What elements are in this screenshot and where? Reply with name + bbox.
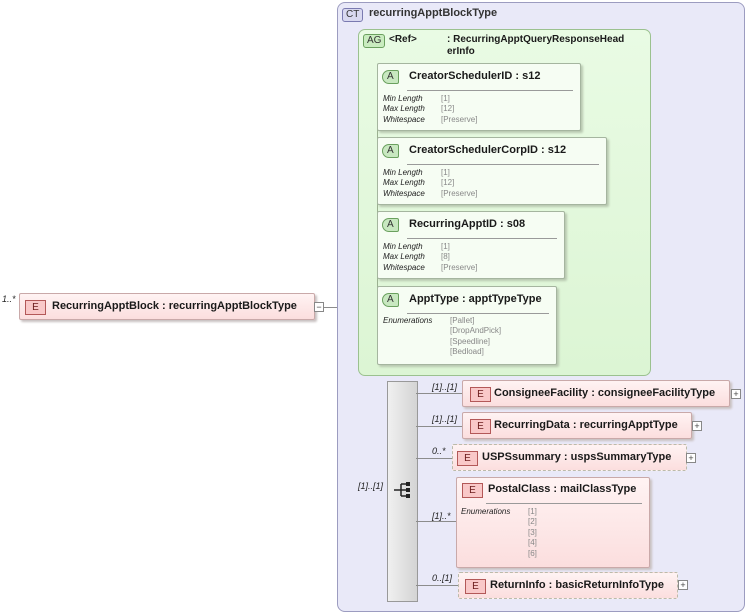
element-badge: E <box>462 483 483 498</box>
collapse-icon[interactable]: − <box>314 302 324 312</box>
child-element-title: ReturnInfo : basicReturnInfoType <box>490 579 664 591</box>
root-cardinality: 1..* <box>2 294 16 304</box>
facet-value: [1] <box>441 94 450 103</box>
expand-icon[interactable]: + <box>678 580 688 590</box>
facet-label: Min Length <box>383 242 423 251</box>
enum-value: [4] <box>528 538 537 547</box>
child-element-title: RecurringData : recurringApptType <box>494 419 678 431</box>
attribute-divider <box>407 238 557 239</box>
child-connector <box>416 458 452 459</box>
expand-icon[interactable]: + <box>686 453 696 463</box>
sequence-compositor[interactable] <box>387 381 418 602</box>
root-element[interactable]: E RecurringApptBlock : recurringApptBloc… <box>19 293 315 320</box>
enum-value: [3] <box>528 528 537 537</box>
attribute-box[interactable]: A RecurringApptID : s08 Min Length [1] M… <box>377 211 565 279</box>
attribute-divider <box>407 313 549 314</box>
sequence-cardinality: [1]..[1] <box>358 481 384 491</box>
enum-value: [Bedload] <box>450 347 484 356</box>
child-connector <box>416 585 458 586</box>
attribute-divider <box>407 164 599 165</box>
enum-value: [2] <box>528 517 537 526</box>
attribute-group-type: : RecurringApptQueryResponseHead erInfo <box>447 34 625 57</box>
facet-label: Min Length <box>383 168 423 177</box>
facet-label: Whitespace <box>383 115 425 124</box>
enum-value: [6] <box>528 549 537 558</box>
facet-label: Whitespace <box>383 189 425 198</box>
child-element-title: PostalClass : mailClassType <box>488 483 637 495</box>
attribute-title: RecurringApptID : s08 <box>409 218 526 230</box>
attribute-badge: A <box>382 144 399 158</box>
child-element-title: USPSsummary : uspsSummaryType <box>482 451 672 463</box>
enumerations-label: Enumerations <box>383 316 433 325</box>
facet-value: [12] <box>441 178 455 187</box>
enum-value: [Speedline] <box>450 337 491 346</box>
attribute-badge: A <box>382 70 399 84</box>
facet-label: Min Length <box>383 94 423 103</box>
child-element[interactable]: E RecurringData : recurringApptType <box>462 412 692 439</box>
root-element-type: recurringApptBlockType <box>168 300 297 312</box>
attribute-box[interactable]: A ApptType : apptTypeType Enumerations [… <box>377 286 557 365</box>
facet-value: [1] <box>441 168 450 177</box>
expand-icon[interactable]: + <box>731 389 741 399</box>
child-cardinality: 0..[1] <box>432 573 453 583</box>
attribute-badge: A <box>382 218 399 232</box>
root-element-name: RecurringApptBlock <box>52 300 159 312</box>
enumerations-label: Enumerations <box>461 507 511 516</box>
element-badge: E <box>457 451 478 466</box>
child-cardinality: [1]..[1] <box>432 382 458 392</box>
attribute-title: CreatorSchedulerCorpID : s12 <box>409 144 567 156</box>
facet-value: [Preserve] <box>441 115 478 124</box>
enum-value: [DropAndPick] <box>450 326 502 335</box>
attribute-box[interactable]: A CreatorSchedulerCorpID : s12 Min Lengt… <box>377 137 607 205</box>
attribute-title: ApptType : apptTypeType <box>409 293 542 305</box>
facet-label: Whitespace <box>383 263 425 272</box>
child-connector <box>416 426 462 427</box>
complex-type-badge: CT <box>342 8 364 22</box>
enum-value: [Pallet] <box>450 316 475 325</box>
facet-value: [Preserve] <box>441 189 478 198</box>
child-element-title: ConsigneeFacility : consigneeFacilityTyp… <box>494 387 716 399</box>
facet-value: [12] <box>441 104 455 113</box>
element-badge: E <box>470 387 491 402</box>
element-badge: E <box>465 579 486 594</box>
child-element[interactable]: E ReturnInfo : basicReturnInfoType <box>458 572 678 599</box>
complex-type-name: recurringApptBlockType <box>369 7 498 19</box>
attribute-group-badge: AG <box>363 34 386 48</box>
child-cardinality: [1]..[1] <box>432 414 458 424</box>
expand-icon[interactable]: + <box>692 421 702 431</box>
child-cardinality: [1]..* <box>432 511 451 521</box>
child-element[interactable]: E PostalClass : mailClassType Enumeratio… <box>456 477 650 568</box>
root-separator: : <box>162 300 166 312</box>
facet-value: [Preserve] <box>441 263 478 272</box>
child-connector <box>416 393 462 394</box>
enum-value: [1] <box>528 507 537 516</box>
facet-label: Max Length <box>383 178 425 187</box>
child-element[interactable]: E ConsigneeFacility : consigneeFacilityT… <box>462 380 730 407</box>
element-divider <box>486 503 642 504</box>
attribute-divider <box>407 90 573 91</box>
attribute-title: CreatorSchedulerID : s12 <box>409 70 541 82</box>
root-connector <box>322 307 348 308</box>
child-cardinality: 0..* <box>432 446 446 456</box>
child-connector <box>416 521 456 522</box>
element-badge: E <box>470 419 491 434</box>
attribute-badge: A <box>382 293 399 307</box>
facet-value: [1] <box>441 242 450 251</box>
sequence-icon <box>394 482 410 498</box>
element-badge: E <box>25 300 46 315</box>
child-element[interactable]: E USPSsummary : uspsSummaryType <box>452 444 687 471</box>
facet-label: Max Length <box>383 104 425 113</box>
facet-value: [8] <box>441 252 450 261</box>
facet-label: Max Length <box>383 252 425 261</box>
attribute-box[interactable]: A CreatorSchedulerID : s12 Min Length [1… <box>377 63 581 131</box>
attribute-group-ref: <Ref> <box>389 34 417 45</box>
